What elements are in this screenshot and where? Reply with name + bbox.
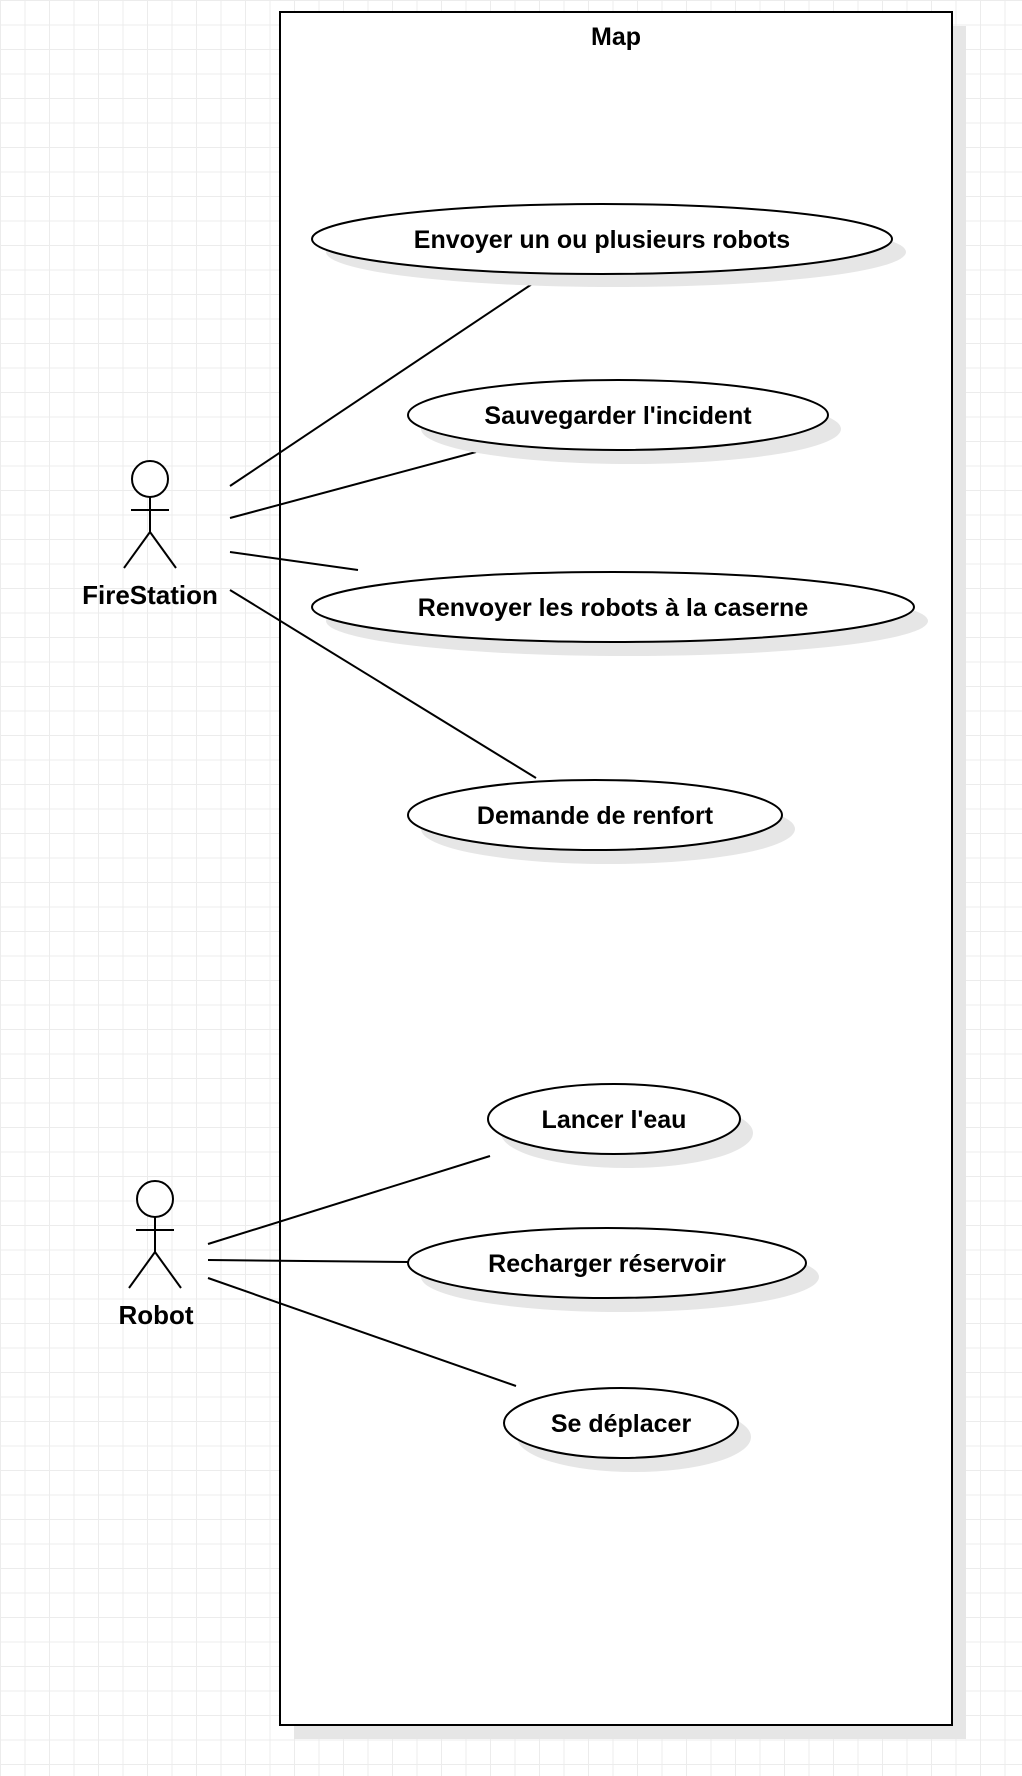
association-robot-refill-tank[interactable] [207, 1259, 409, 1263]
use-case-oval[interactable] [407, 1227, 807, 1299]
use-case-send-robots[interactable]: Envoyer un ou plusieurs robots [311, 203, 906, 287]
use-case-label: Demande de renfort [477, 802, 714, 830]
stick-figure-icon [128, 1180, 182, 1289]
use-case-oval[interactable] [407, 779, 783, 851]
association-firestation-request-backup[interactable] [229, 589, 537, 779]
use-case-label: Envoyer un ou plusieurs robots [414, 226, 790, 254]
use-case-label: Se déplacer [551, 1410, 692, 1438]
association-robot-throw-water[interactable] [207, 1155, 491, 1245]
association-firestation-send-robots[interactable] [229, 275, 545, 487]
use-case-oval[interactable] [503, 1387, 739, 1459]
use-case-move[interactable]: Se déplacer [503, 1387, 751, 1472]
use-case-request-backup[interactable]: Demande de renfort [407, 779, 795, 864]
use-case-label: Lancer l'eau [542, 1106, 687, 1134]
associations [207, 275, 545, 1387]
actor-label: FireStation [82, 580, 218, 610]
association-firestation-return-robots[interactable] [229, 551, 359, 571]
use-case-oval[interactable] [311, 203, 893, 275]
actor-firestation[interactable]: FireStation [82, 460, 218, 610]
use-case-label: Sauvegarder l'incident [484, 402, 752, 430]
use-case-label: Recharger réservoir [488, 1250, 726, 1278]
association-firestation-save-incident[interactable] [229, 451, 477, 519]
use-case-save-incident[interactable]: Sauvegarder l'incident [407, 379, 841, 464]
use-case-refill-tank[interactable]: Recharger réservoir [407, 1227, 819, 1312]
stick-figure-icon [123, 460, 177, 569]
use-case-return-robots[interactable]: Renvoyer les robots à la caserne [311, 571, 928, 656]
actor-robot[interactable]: Robot [118, 1180, 194, 1330]
system-title: Map [591, 23, 641, 51]
use-case-oval[interactable] [311, 571, 915, 643]
association-robot-move[interactable] [207, 1277, 517, 1387]
use-case-throw-water[interactable]: Lancer l'eau [487, 1083, 753, 1168]
system-boundary[interactable]: Map [279, 11, 966, 1739]
actor-label: Robot [118, 1300, 193, 1330]
use-case-oval[interactable] [487, 1083, 741, 1155]
use-case-oval[interactable] [407, 379, 829, 451]
use-case-label: Renvoyer les robots à la caserne [418, 594, 809, 622]
